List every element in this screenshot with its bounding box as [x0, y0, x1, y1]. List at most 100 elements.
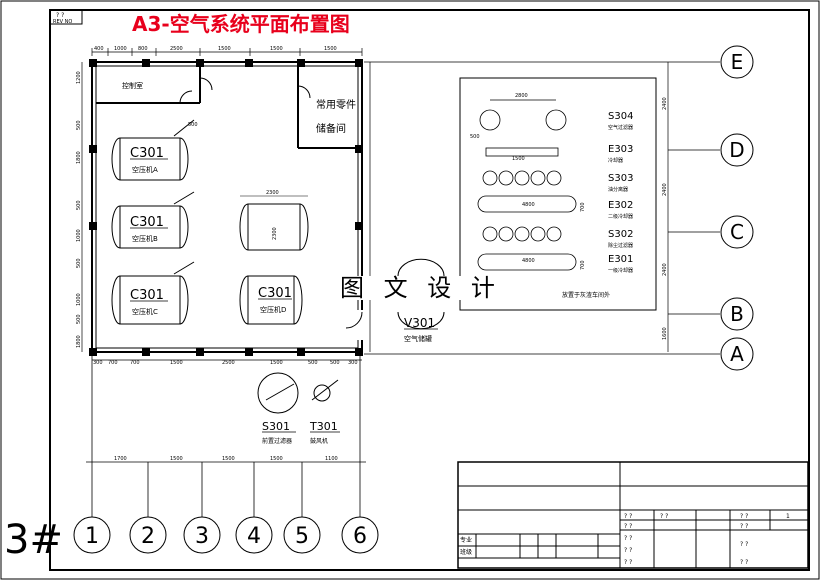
svg-text:? ?: ? ? — [624, 535, 632, 542]
svg-text:500: 500 — [76, 200, 82, 210]
compressor-c — [111, 261, 195, 325]
svg-text:5: 5 — [295, 524, 309, 549]
svg-text:E302: E302 — [608, 200, 633, 211]
watermark-text: 图 文 设 计 — [340, 274, 501, 302]
s301-desc: 前置过滤器 — [262, 437, 292, 445]
svg-text:1100: 1100 — [325, 456, 338, 462]
svg-text:1500: 1500 — [270, 360, 283, 366]
svg-text:1500: 1500 — [270, 46, 283, 52]
svg-text:1600: 1600 — [662, 327, 668, 340]
svg-text:2400: 2400 — [662, 97, 668, 110]
axis-bubble-A — [720, 337, 754, 371]
compressor-a-desc: 空压机A — [132, 165, 158, 174]
svg-text:4: 4 — [247, 524, 261, 549]
svg-text:1000: 1000 — [76, 229, 82, 242]
center-tank — [239, 195, 309, 251]
svg-text:D: D — [729, 138, 744, 162]
svg-text:1000: 1000 — [76, 293, 82, 306]
axis-bubble-4 — [235, 516, 273, 554]
svg-text:A: A — [730, 342, 744, 366]
axis-bubble-2 — [129, 516, 167, 554]
svg-text:E303: E303 — [608, 144, 633, 155]
axis-bubble-C — [720, 215, 754, 249]
svg-text:2500: 2500 — [170, 46, 183, 52]
svg-text:1: 1 — [786, 513, 790, 520]
sheet-stamp: 3# — [4, 517, 63, 563]
compressor-c-tag: C301 — [130, 288, 164, 303]
svg-text:1700: 1700 — [114, 456, 127, 462]
row-axis-labels: E D C B A — [729, 50, 744, 366]
svg-text:300: 300 — [93, 360, 103, 366]
svg-text:800: 800 — [138, 46, 148, 52]
axis-bubble-5 — [283, 516, 321, 554]
svg-text:500: 500 — [76, 258, 82, 268]
structural-columns — [89, 59, 363, 356]
axis-bubble-D — [720, 133, 754, 167]
title-block-text: 专业 班级 ? ? ? ? ? ? ? ? ? ? ? ? ? ? ? ? ? … — [460, 513, 790, 566]
t301-tag: T301 — [309, 420, 338, 433]
v301-tag: V301 — [404, 316, 435, 330]
svg-text:S302: S302 — [608, 229, 633, 240]
svg-text:1200: 1200 — [76, 71, 82, 84]
compressor-b — [111, 191, 195, 249]
svg-text:油分离器: 油分离器 — [608, 186, 628, 193]
compressor-d — [239, 275, 303, 325]
svg-text:4800: 4800 — [522, 258, 535, 264]
svg-text:1500: 1500 — [170, 456, 183, 462]
svg-text:空气过滤器: 空气过滤器 — [608, 124, 633, 131]
svg-text:冷却器: 冷却器 — [608, 157, 623, 164]
spares-room-label-2: 储备间 — [316, 122, 346, 135]
compressor-a: 500 — [111, 119, 198, 181]
svg-text:? ?: ? ? — [624, 513, 632, 520]
panel-legend: S304 空气过滤器 E303 冷却器 S303 油分离器 E302 二级冷却器… — [608, 111, 633, 274]
svg-text:700: 700 — [580, 202, 586, 212]
compressor-c-desc: 空压机C — [132, 307, 158, 316]
svg-text:E301: E301 — [608, 254, 633, 265]
axis-bubble-1 — [73, 516, 111, 554]
svg-text:500: 500 — [330, 360, 340, 366]
svg-text:B: B — [730, 302, 744, 326]
svg-text:专业: 专业 — [460, 536, 472, 544]
outdoor-equipment-panel — [459, 77, 657, 311]
v301-desc: 空气储罐 — [404, 334, 432, 343]
svg-text:? ?: ? ? — [624, 559, 632, 566]
svg-text:2500: 2500 — [222, 360, 235, 366]
spares-room-label-1: 常用零件 — [316, 98, 356, 111]
svg-text:E: E — [731, 50, 744, 74]
svg-text:700: 700 — [580, 260, 586, 270]
svg-text:700: 700 — [130, 360, 140, 366]
svg-text:500: 500 — [76, 314, 82, 324]
bottom-axis-dimension-labels: 1700 1500 1500 1500 1100 — [114, 456, 338, 462]
svg-text:? ?: ? ? — [740, 559, 748, 566]
svg-text:? ?: ? ? — [740, 523, 748, 530]
svg-text:1500: 1500 — [512, 156, 525, 162]
revision-label: REV NO — [53, 19, 72, 25]
column-axis-labels: 1 2 3 4 5 6 — [85, 524, 367, 549]
svg-text:2400: 2400 — [662, 183, 668, 196]
s301-tag: S301 — [262, 420, 290, 433]
svg-text:1500: 1500 — [218, 46, 231, 52]
center-tank-dim-horizontal: 2300 — [266, 190, 279, 196]
svg-text:500: 500 — [188, 122, 198, 128]
compressor-d-tag: C301 — [258, 286, 292, 301]
svg-text:? ?: ? ? — [740, 541, 748, 548]
inner-frame — [49, 9, 810, 571]
svg-text:S303: S303 — [608, 173, 633, 184]
svg-text:? ?: ? ? — [624, 523, 632, 530]
svg-text:700: 700 — [108, 360, 118, 366]
svg-text:1500: 1500 — [222, 456, 235, 462]
svg-text:除尘过滤器: 除尘过滤器 — [608, 242, 633, 249]
compressor-b-tag: C301 — [130, 215, 164, 230]
svg-text:? ?: ? ? — [624, 547, 632, 554]
svg-text:二级冷却器: 二级冷却器 — [608, 213, 633, 220]
svg-text:1500: 1500 — [324, 46, 337, 52]
left-dimension-labels: 1200 500 1800 500 1000 500 1000 500 1800 — [76, 71, 82, 348]
panel-note: 放置于灰渣车间外 — [562, 291, 610, 299]
row-axis-lines — [364, 61, 720, 355]
axis-bubble-6 — [341, 516, 379, 554]
svg-text:1: 1 — [85, 524, 99, 549]
row-axis-bubbles — [720, 45, 754, 371]
column-axis-lines — [86, 356, 366, 517]
